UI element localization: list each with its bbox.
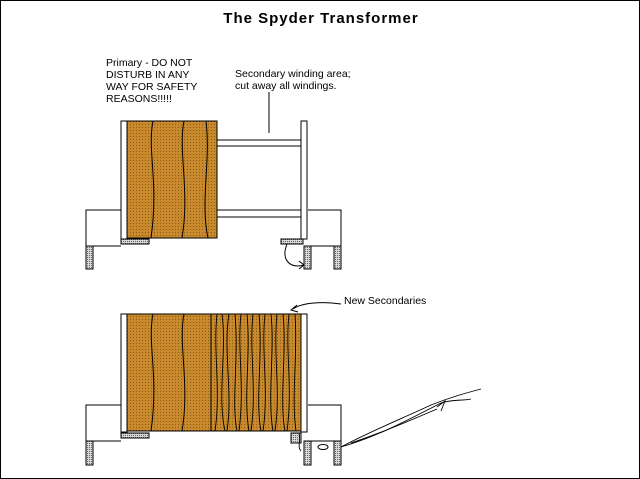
- top-primary-winding: [126, 120, 218, 239]
- bottom-secondary-winding: [210, 313, 302, 432]
- bottom-secondary-winding-lines: [214, 313, 297, 432]
- top-bobbin-tube: [217, 139, 301, 147]
- bottom-terminal: [317, 444, 329, 450]
- top-right-pad: [280, 238, 304, 245]
- top-left-flange: [120, 120, 128, 240]
- primary-warning-label: Primary - DO NOT DISTURB IN ANY WAY FOR …: [106, 57, 198, 105]
- bottom-lead-wires: [298, 388, 482, 452]
- bottom-right-flange: [300, 313, 308, 433]
- top-right-foot-left: [303, 245, 312, 270]
- bottom-terminal-pad: [290, 432, 302, 444]
- bottom-left-foot: [85, 440, 94, 466]
- bottom-secondary-leader: [292, 302, 342, 310]
- top-cut-arrowhead: [298, 260, 305, 270]
- diagram-title: The Spyder Transformer: [223, 10, 419, 27]
- bottom-transformer: [85, 302, 482, 466]
- bottom-primary-winding: [126, 313, 212, 432]
- top-cut-arrow: [284, 243, 305, 267]
- top-left-pad: [120, 238, 150, 245]
- bottom-primary-winding-lines: [150, 313, 186, 432]
- bottom-left-flange: [120, 313, 128, 433]
- new-secondaries-label: New Secondaries: [344, 295, 427, 307]
- top-right-flange: [300, 120, 308, 240]
- top-right-foot: [333, 245, 342, 270]
- bottom-left-pad: [120, 432, 150, 439]
- bottom-right-foot-left: [303, 440, 312, 466]
- bottom-secondary-leader-arrowhead: [289, 304, 299, 313]
- top-left-foot: [85, 245, 94, 270]
- secondary-area-label: Secondary winding area; cut away all win…: [235, 68, 351, 92]
- top-primary-winding-lines: [150, 120, 209, 239]
- bottom-right-foot: [333, 440, 342, 466]
- top-transformer: [85, 92, 342, 270]
